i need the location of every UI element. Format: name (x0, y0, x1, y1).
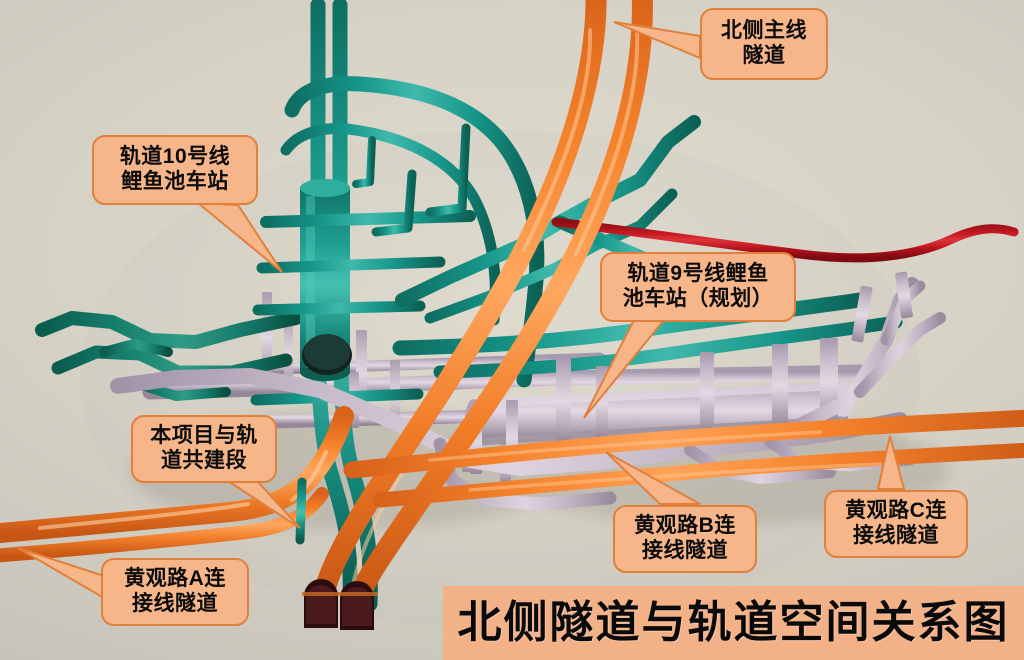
tunnel-tube-highlights (350, 28, 640, 592)
rail-line-10-station-cylinder (300, 179, 350, 381)
huangguan-road-bc-highlight (428, 430, 882, 492)
label-line: 北侧主线 (721, 18, 807, 42)
title-banner: 北侧隧道与轨道空间关系图 (443, 586, 1024, 660)
label-line: 轨道9号线鲤鱼 (627, 261, 769, 285)
label-huangguan-road-a-link-tunnel: 黄观路A连 接线隧道 (101, 558, 249, 626)
station-collar-disc (302, 334, 352, 375)
teal-stub-lower-right (295, 477, 307, 545)
label-line: 鲤鱼池车站 (121, 169, 229, 193)
label-line: 池车站（规划） (622, 286, 774, 310)
tail-north-main-tunnel (613, 21, 701, 60)
tail-huangguan-b (605, 451, 701, 505)
huangguan-road-a-highlight (38, 450, 328, 530)
tunnel-portal-openings (302, 579, 378, 630)
label-huangguan-road-c-link-tunnel: 黄观路C连 接线隧道 (824, 490, 968, 558)
callout-tails (17, 21, 906, 600)
label-line: 隧道 (742, 43, 786, 67)
portal-teal-stubs (309, 613, 359, 660)
label-rail-line-9-liyuchi-station-planned: 轨道9号线鲤鱼 池车站（规划） (600, 252, 796, 322)
huangguan-road-bc-tubes (343, 409, 1024, 508)
label-rail-line-10-liyuchi-station: 轨道10号线 鲤鱼池车站 (92, 135, 258, 205)
red-planning-line (551, 217, 1019, 263)
label-line: 接线隧道 (132, 591, 218, 615)
lavender-upper-right-fins (851, 271, 913, 343)
label-line: 道共建段 (161, 448, 247, 472)
label-huangguan-road-b-link-tunnel: 黄观路B连 接线隧道 (613, 505, 757, 573)
label-line: 本项目与轨 (150, 423, 258, 447)
label-line: 黄观路A连 (124, 566, 226, 590)
label-north-main-tunnel: 北侧主线 隧道 (700, 8, 828, 80)
label-line: 接线隧道 (642, 538, 728, 562)
figure-title: 北侧隧道与轨道空间关系图 (457, 598, 1010, 647)
label-line: 轨道10号线 (119, 144, 231, 168)
rail-line-10-cross-beams (250, 123, 476, 406)
label-joint-construction-section: 本项目与轨 道共建段 (131, 415, 277, 483)
label-line: 黄观路C连 (845, 498, 947, 522)
label-line: 接线隧道 (853, 523, 939, 547)
tail-huangguan-c (876, 435, 906, 490)
label-line: 黄观路B连 (634, 513, 736, 537)
